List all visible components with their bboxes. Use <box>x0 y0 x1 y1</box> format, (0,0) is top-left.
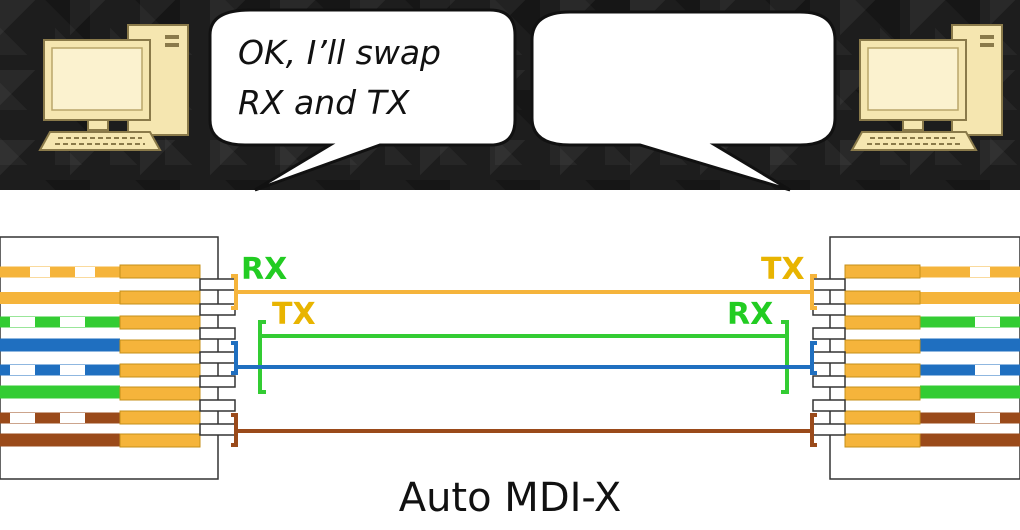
left-speech-text: OK, I’ll swap RX and TX <box>238 33 441 122</box>
orange-wire <box>231 274 817 310</box>
left-computer-icon <box>38 24 189 151</box>
diagram-caption: Auto MDI-X <box>398 475 622 521</box>
left-tx-label: TX <box>272 297 316 332</box>
right-rj45-plug <box>812 236 1020 480</box>
left-rx-label: RX <box>241 252 288 287</box>
right-tx-label: TX <box>761 252 805 287</box>
right-speech-bubble <box>530 10 837 192</box>
green-wire <box>258 320 789 394</box>
blue-wire <box>231 341 817 375</box>
brown-wire <box>231 413 817 447</box>
left-rj45-plug <box>0 236 236 480</box>
right-computer-icon <box>850 24 1003 151</box>
right-rx-label: RX <box>727 297 774 332</box>
left-speech-bubble <box>208 8 517 192</box>
